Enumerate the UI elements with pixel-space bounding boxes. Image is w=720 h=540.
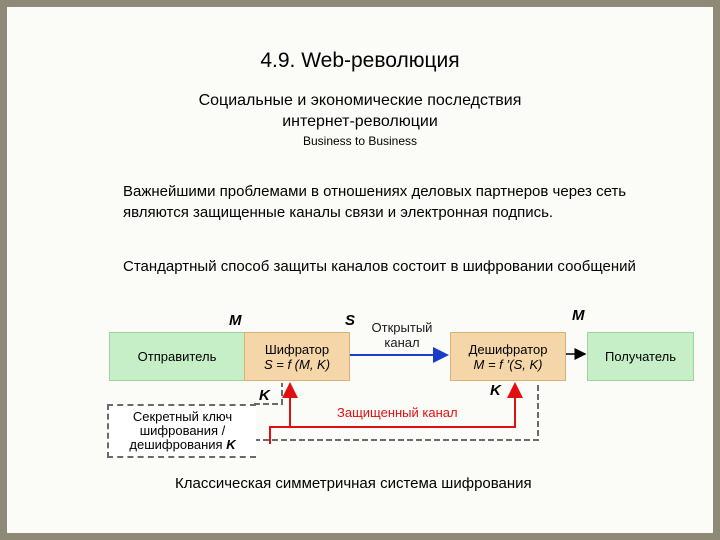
label-m-left: M (229, 312, 242, 329)
decryptor-box: Дешифратор M = f ’(S, K) (450, 332, 566, 381)
encryptor-box: Шифратор S = f (M, K) (244, 332, 350, 381)
sender-box: Отправитель (109, 332, 245, 381)
label-k-left: K (259, 387, 270, 404)
key-line3-wrap: дешифрования K (129, 438, 235, 452)
subtitle-line1: Социальные и экономические последствия (198, 92, 522, 109)
key-symbol: K (226, 437, 236, 452)
secret-key-box: Секретный ключ шифрования / дешифрования… (107, 404, 256, 458)
paragraph-method: Стандартный способ защиты каналов состои… (123, 258, 636, 275)
decryptor-formula: M = f ’(S, K) (473, 356, 543, 372)
paragraph-problems: Важнейшими проблемами в отношениях делов… (123, 183, 627, 221)
key-line3: дешифрования (129, 437, 223, 452)
diagram-connectors (232, 347, 587, 444)
slide-title: 4.9. Web-революция (260, 49, 460, 72)
key-line1: Секретный ключ (132, 409, 233, 424)
label-m-right: M (572, 307, 585, 324)
protected-channel-label: Защищенный канал (337, 405, 458, 420)
receiver-label: Получатель (604, 349, 677, 364)
protected-channel-line (269, 382, 523, 444)
slide: 4.9. Web-революция Социальные и экономич… (7, 7, 713, 533)
label-k-right: K (490, 382, 501, 399)
sender-label: Отправитель (137, 349, 217, 364)
subtitle-line2: интернет-революции (282, 113, 438, 130)
key-line-to-decryptor (254, 383, 539, 441)
receiver-box: Получатель (587, 332, 694, 381)
open-channel-label: Открытый канал (371, 320, 433, 350)
key-line2: шифрования / (139, 423, 226, 438)
encryptor-formula: S = f (M, K) (263, 356, 331, 372)
encryptor-label: Шифратор (264, 341, 330, 357)
decryptor-label: Дешифратор (468, 341, 548, 357)
subtitle-line3: Business to Business (302, 134, 418, 148)
label-s: S (345, 312, 356, 329)
diagram-caption: Классическая симметричная система шифров… (175, 475, 532, 492)
